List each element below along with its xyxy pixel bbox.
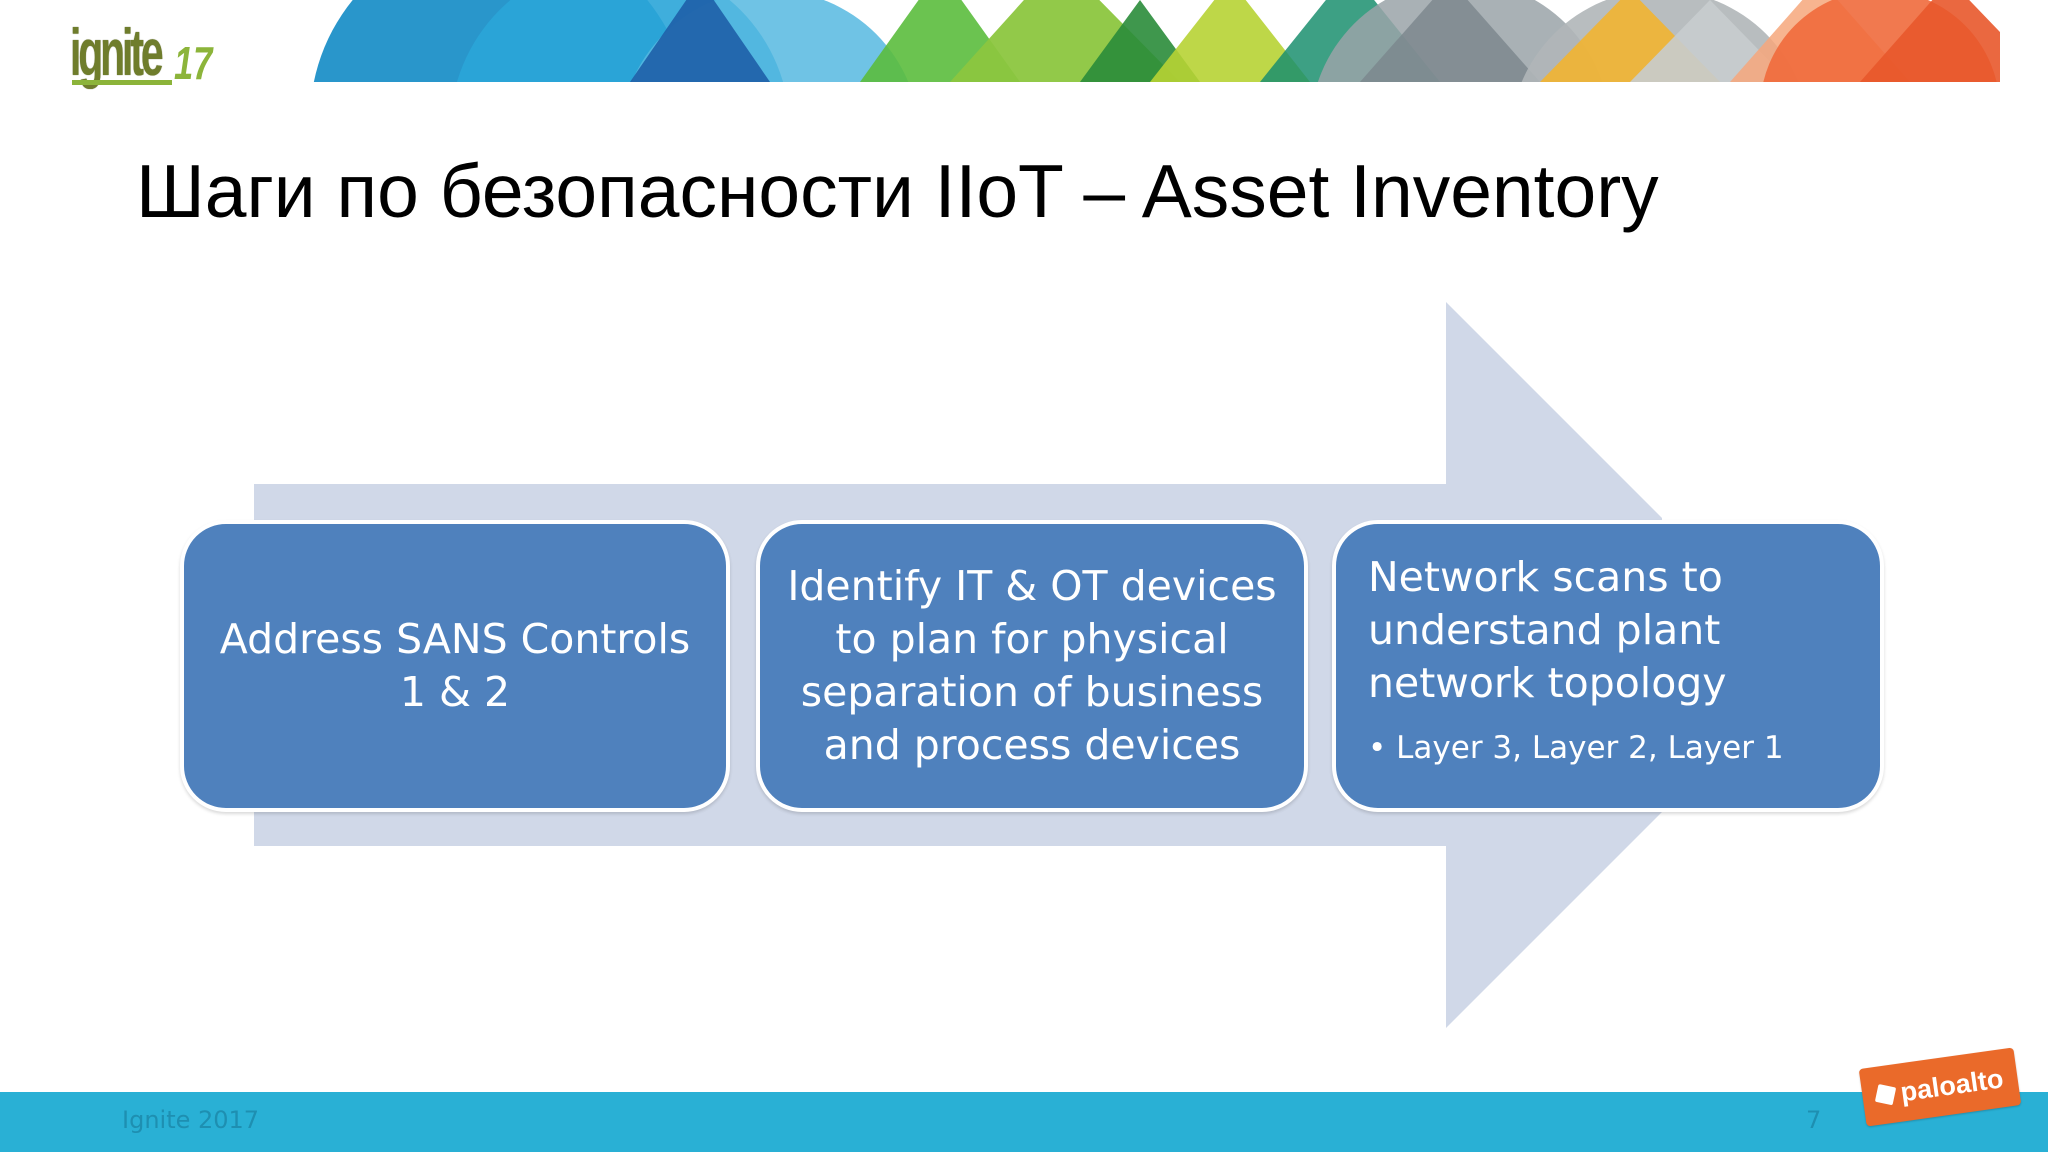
footer-event-label: Ignite 2017: [122, 1106, 260, 1134]
step-box-1: Address SANS Controls 1 & 2: [180, 520, 730, 812]
step-box-2: Identify IT & OT devices to plan for phy…: [756, 520, 1308, 812]
step-box-3: Network scans to understand plant networ…: [1332, 520, 1884, 812]
footer-bar: [0, 1092, 2048, 1152]
logo-underline: [72, 80, 172, 85]
step-3-bullet-text: Layer 3, Layer 2, Layer 1: [1396, 730, 1784, 766]
paloalto-wordmark: paloalto: [1898, 1062, 2006, 1107]
step-2-text: Identify IT & OT devices to plan for phy…: [787, 562, 1277, 769]
step-3-text: Network scans to understand plant networ…: [1368, 553, 1727, 707]
paloalto-mark-icon: [1875, 1083, 1897, 1106]
step-3-bullet: • Layer 3, Layer 2, Layer 1: [1368, 730, 1784, 766]
logo-wordmark: ignite: [70, 15, 164, 89]
slide-title: Шаги по безопасности IIoT – Asset Invent…: [136, 149, 1659, 233]
page-number: 7: [1806, 1106, 1822, 1134]
ignite-logo: ignite 17: [70, 14, 230, 94]
step-1-text: Address SANS Controls 1 & 2: [219, 615, 691, 716]
logo-number: 17: [174, 37, 213, 89]
header-banner: [300, 0, 2048, 82]
